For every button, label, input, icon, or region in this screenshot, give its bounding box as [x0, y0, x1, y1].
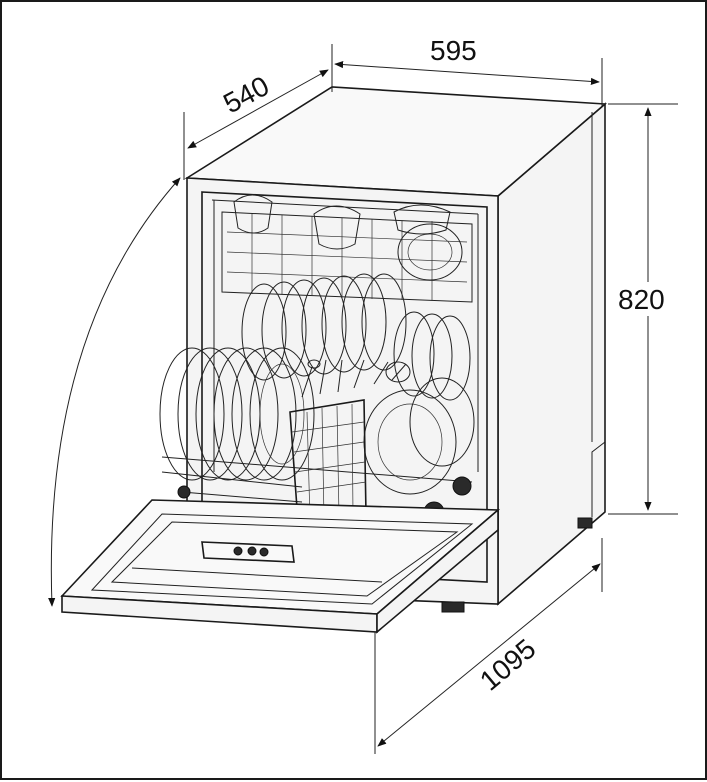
dimension-height: 820	[608, 103, 680, 515]
door-depth-arrow	[377, 563, 601, 747]
detergent-dispenser	[201, 541, 295, 563]
lower-basket-back-plates	[241, 273, 471, 401]
foot	[577, 517, 593, 529]
door-swing-arc	[48, 177, 181, 607]
lower-basket-front-plates	[159, 347, 475, 503]
foot	[441, 601, 465, 613]
width-arrow	[334, 60, 600, 86]
open-door	[60, 499, 501, 634]
depth-label: 540	[218, 70, 274, 119]
height-label: 820	[618, 284, 665, 315]
width-label: 595	[430, 35, 477, 66]
depth-arrow	[187, 69, 329, 149]
door-depth-label: 1095	[474, 633, 542, 697]
upper-basket	[221, 194, 473, 303]
